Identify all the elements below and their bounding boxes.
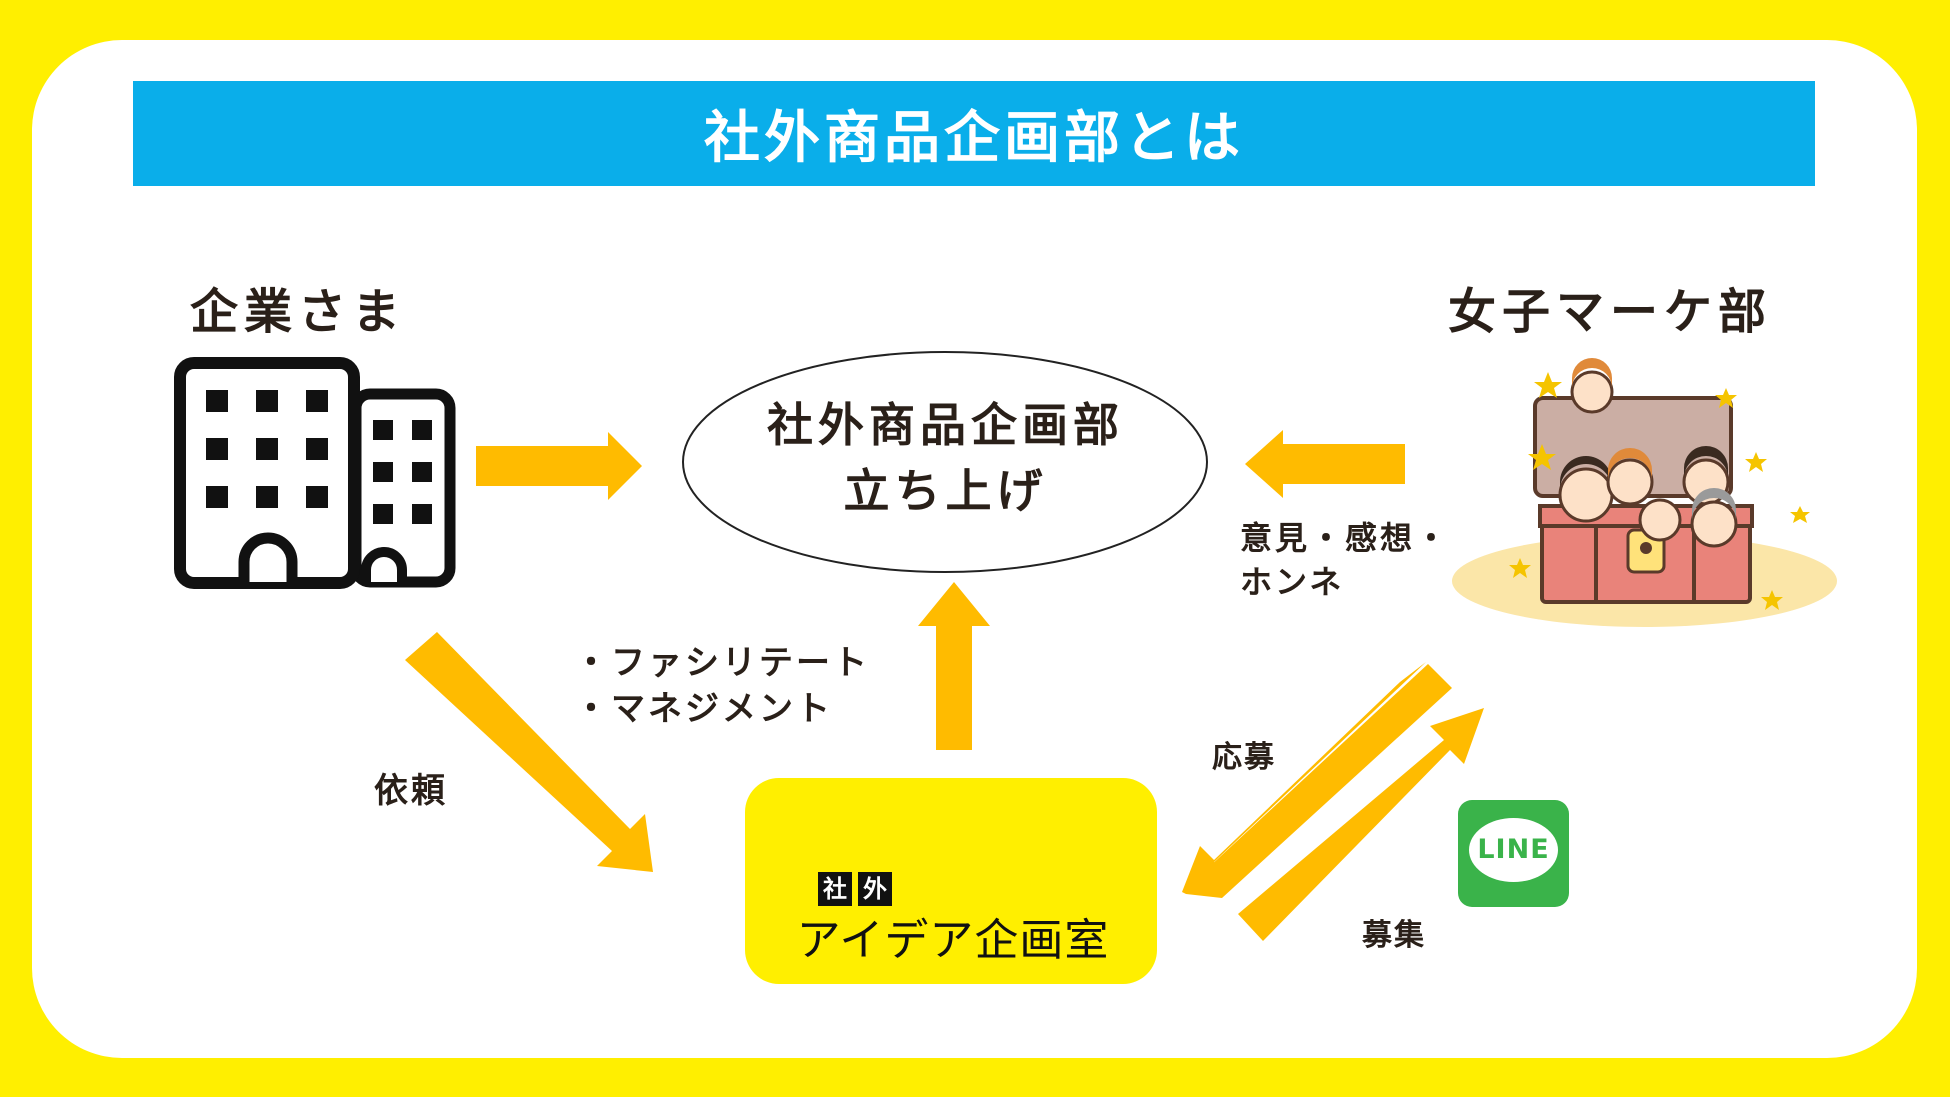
arrow-team-to-center [1245,430,1405,498]
arrow-apply-shaft [1182,664,1452,898]
facilitation-label-2: ・マネジメント [574,689,833,729]
idea-room-box [745,778,1157,984]
feedback-label-2: ホンネ [1240,563,1345,601]
banner-title: 社外商品企画部とは [704,106,1244,171]
recruit-label: 募集 [1362,918,1426,953]
marketing-team-label: 女子マーケ部 [1448,284,1773,340]
apply-label: 応募 [1212,740,1276,775]
arrow-idea-to-center [918,582,990,750]
idea-room-name: アイデア企画室 [796,915,1110,966]
launch-ellipse [682,351,1208,573]
idea-badge-2: 外 [858,872,892,906]
title-banner: 社外商品企画部とは [133,81,1815,186]
launch-text: 社外商品企画部 立ち上げ [683,392,1208,524]
feedback-labels: 意見・感想・ ホンネ [1240,516,1450,604]
arrow-recruit [1238,708,1484,941]
arrow-apply [1182,662,1426,892]
request-label: 依頼 [374,771,448,811]
feedback-label-1: 意見・感想・ [1240,519,1451,557]
launch-text-line2: 立ち上げ [843,464,1048,518]
line-logo-bubble [1469,818,1558,882]
arrow-company-to-center [476,432,642,500]
office-building-icon [174,357,456,589]
facilitation-label-1: ・ファシリテート [574,643,870,683]
idea-badge-1: 社 [818,872,852,906]
company-label: 企業さま [190,284,407,340]
treasure-chest-girls-illustration [1509,358,1810,610]
line-logo-text: LINE [1477,834,1550,865]
arrow-request [405,632,653,872]
facilitation-labels: ・ファシリテート ・マネジメント [574,640,870,732]
launch-text-line1: 社外商品企画部 [767,398,1124,452]
line-logo-icon: LINE [1458,800,1569,907]
